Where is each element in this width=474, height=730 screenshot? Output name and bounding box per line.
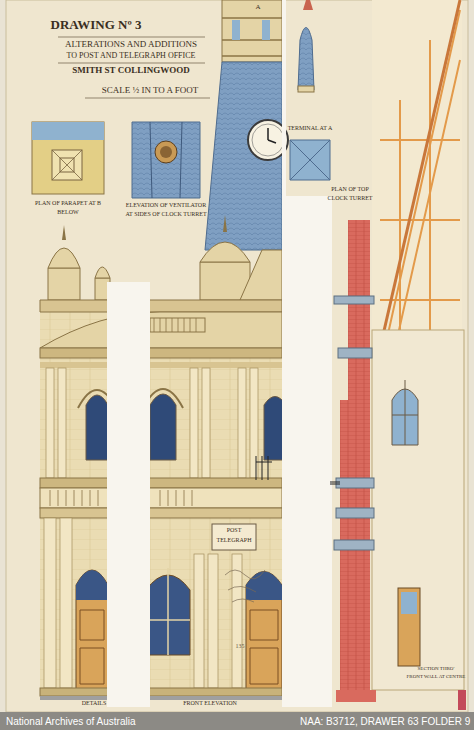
archive-watermark: National Archives of Australia — [6, 716, 136, 727]
drawing-label: DETAILS — [82, 700, 107, 707]
drawing-label: PLAN OF TOP — [331, 186, 368, 193]
drawing-label: TO POST AND TELEGRAPH OFFICE — [67, 52, 196, 61]
drawing-label: ELEVATION OF VENTILATOR — [126, 202, 206, 209]
drawing-label: FRONT WALL AT CENTRE — [407, 674, 466, 680]
drawing-label: CLOCK TURRET — [327, 195, 372, 202]
drawing-label: TERMINAL AT A — [288, 125, 333, 132]
archive-watermark: NAA: B3712, DRAWER 63 FOLDER 9 — [300, 716, 470, 727]
drawing-label: SCALE ½ IN TO A FOOT — [102, 86, 199, 96]
archive-strip — [0, 712, 474, 730]
drawing-label: A — [255, 4, 260, 12]
drawing-label: POST — [227, 527, 242, 534]
drawing-label: BELOW — [57, 209, 78, 216]
drawing-label: TELEGRAPH — [217, 537, 252, 544]
drawing-label: SMITH ST COLLINGWOOD — [72, 66, 189, 76]
drawing-label: PLAN OF PARAPET AT B — [35, 200, 101, 207]
drawing-label: ALTERATIONS AND ADDITIONS — [65, 40, 197, 50]
drawing-label: 135 — [236, 643, 245, 650]
drawing-title: DRAWING Nº 3 — [51, 18, 142, 32]
drawing-label: FRONT ELEVATION — [183, 700, 237, 707]
drawing-label: SECTION THRO' — [418, 666, 455, 672]
drawing-label: AT SIDES OF CLOCK TURRET — [125, 211, 206, 218]
